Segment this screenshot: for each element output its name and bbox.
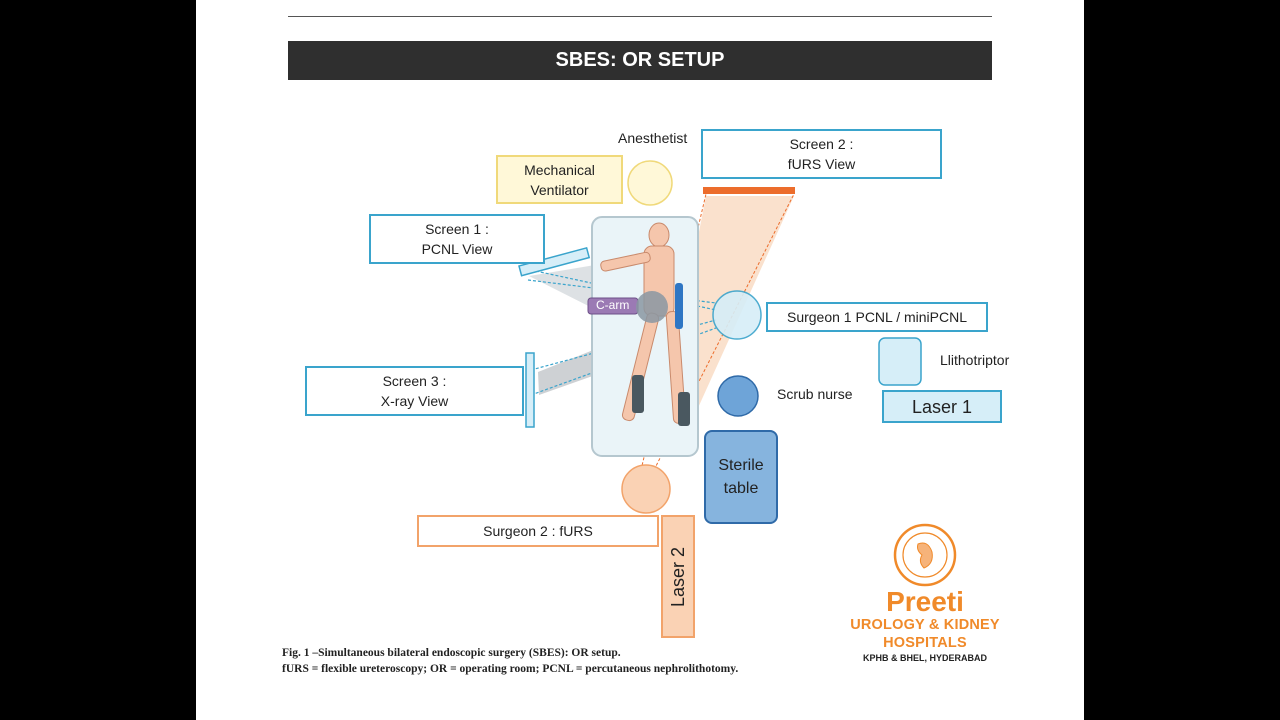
hospital-logo: Preeti UROLOGY & KIDNEY HOSPITALS KPHB &… <box>810 522 1040 663</box>
sterile-table-box: Sterile table <box>704 430 778 524</box>
lithotriptor-box <box>878 337 922 386</box>
screen3-monitor <box>525 352 535 428</box>
logo-location: KPHB & BHEL, HYDERABAD <box>862 653 987 663</box>
laser1-label: Laser 1 <box>911 396 973 417</box>
caption-line1: Fig. 1 –Simultaneous bilateral endoscopi… <box>282 647 621 659</box>
surgeon1-circle <box>712 290 762 340</box>
leg-support-left <box>632 375 644 413</box>
screen3-title: Screen 3 : <box>382 373 447 389</box>
surgeon2-circle <box>621 464 671 514</box>
screen2-monitor <box>703 187 795 194</box>
sterile-table-line1: Sterile <box>718 457 764 474</box>
screen1-label-box: Screen 1 : PCNL View <box>369 214 545 264</box>
scrub-nurse-label: Scrub nurse <box>777 386 853 402</box>
anesthetist-circle <box>627 160 673 206</box>
screen1-view: PCNL View <box>421 241 493 257</box>
screen3-view: X-ray View <box>380 393 449 409</box>
screen2-label-box: Screen 2 : fURS View <box>701 129 942 179</box>
laser2-box: Laser 2 <box>661 515 695 638</box>
leg-support-right <box>678 392 690 426</box>
lithotriptor-label: Llithotriptor <box>940 352 1010 368</box>
sterile-table-line2: table <box>723 480 759 497</box>
surgeon2-label-box: Surgeon 2 : fURS <box>417 515 659 547</box>
anesthetist-label: Anesthetist <box>618 130 688 146</box>
surgeon1-label-box: Surgeon 1 PCNL / miniPCNL <box>766 302 988 332</box>
or-setup-diagram <box>518 160 922 514</box>
screen1-monitor <box>518 246 591 277</box>
top-rule <box>288 16 992 17</box>
screen1-title: Screen 1 : <box>425 221 489 237</box>
flank-bolster <box>675 283 683 329</box>
logo-subtitle: UROLOGY & KIDNEY HOSPITALS <box>850 617 1000 651</box>
c-arm-circle <box>636 291 668 323</box>
surgeon2-label: Surgeon 2 : fURS <box>483 523 593 539</box>
ventilator-line2: Ventilator <box>530 181 589 198</box>
scrub-nurse-circle <box>717 375 759 417</box>
screen2-title: Screen 2 : <box>789 136 854 152</box>
surgeon1-label: Surgeon 1 PCNL / miniPCNL <box>786 309 967 325</box>
slide: SBES: OR SETUP <box>196 0 1084 720</box>
ventilator-line1: Mechanical <box>524 161 595 178</box>
ventilator-box: Mechanical Ventilator <box>496 155 623 204</box>
hospital-emblem-icon <box>893 523 957 587</box>
logo-name: Preeti <box>886 586 964 617</box>
caption-line2: fURS = flexible ureteroscopy; OR = opera… <box>282 663 739 675</box>
screen2-view: fURS View <box>787 156 856 172</box>
c-arm-label: C-arm <box>596 298 630 312</box>
laser1-box: Laser 1 <box>882 390 1002 423</box>
laser2-label: Laser 2 <box>668 546 689 607</box>
figure-caption: Fig. 1 –Simultaneous bilateral endoscopi… <box>282 645 738 677</box>
page-title: SBES: OR SETUP <box>288 41 992 80</box>
screen3-label-box: Screen 3 : X-ray View <box>305 366 524 416</box>
